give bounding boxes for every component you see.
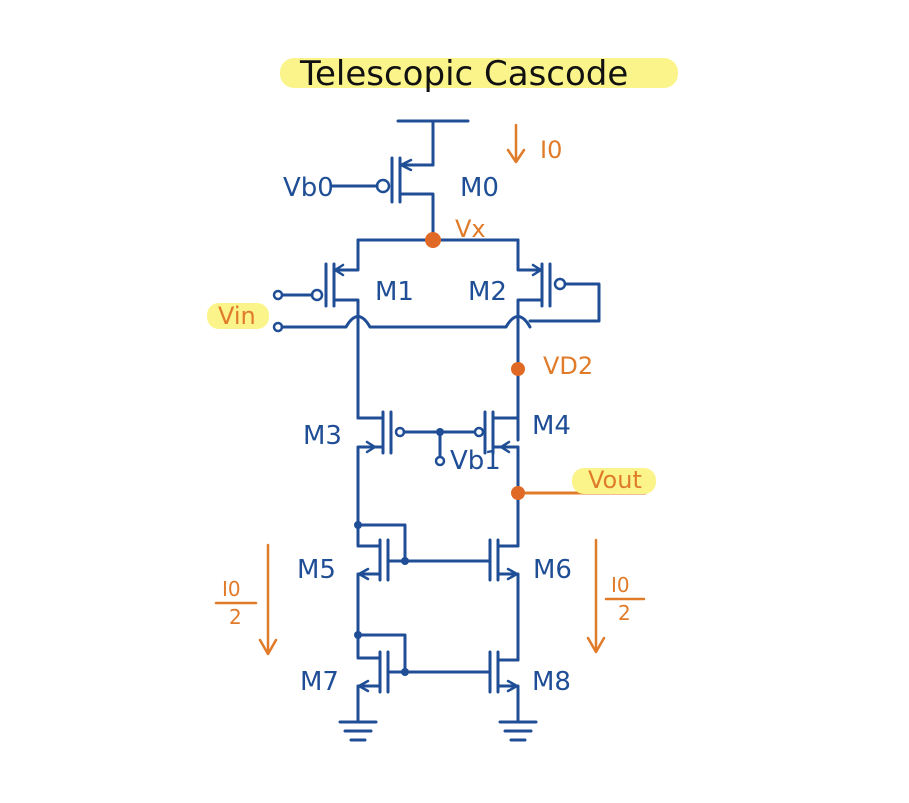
transistor-m6 <box>488 538 520 662</box>
label-vb0: Vb0 <box>283 173 334 203</box>
transistor-m1 <box>272 238 360 322</box>
vdd-rail <box>396 119 470 167</box>
current-arrow-right <box>586 538 606 654</box>
label-i0: I0 <box>540 136 562 164</box>
label-m2: M2 <box>468 277 507 307</box>
label-m4: M4 <box>532 411 571 441</box>
label-m0: M0 <box>460 173 499 203</box>
transistor-m0 <box>330 156 435 239</box>
label-half-left-den: 2 <box>229 605 242 629</box>
label-vout: Vout <box>588 466 642 494</box>
transistor-m4 <box>473 410 520 455</box>
vb1-bias <box>402 428 485 467</box>
label-half-right-num: I0 <box>611 573 630 597</box>
transistor-m2 <box>516 238 601 442</box>
current-arrow-i0 <box>506 123 526 164</box>
title-highlight <box>280 58 678 88</box>
label-m6: M6 <box>533 555 572 585</box>
label-vin: Vin <box>218 302 256 330</box>
label-m7: M7 <box>300 667 339 697</box>
label-vd2: VD2 <box>543 352 593 380</box>
mirror-gate-upper <box>386 557 492 565</box>
vin-highlight <box>207 303 269 329</box>
node-vx <box>425 232 441 248</box>
vout-highlight <box>572 468 656 494</box>
ground-icon-right <box>498 720 538 742</box>
label-half-right-den: 2 <box>618 601 631 625</box>
label-half-left-num: I0 <box>222 577 241 601</box>
ground-icon-left <box>338 720 378 742</box>
node-vout <box>511 486 525 500</box>
label-m3: M3 <box>303 421 342 451</box>
transistor-m8 <box>488 650 520 724</box>
transistor-m7 <box>354 631 407 724</box>
diagram-title: Telescopic Cascode <box>299 54 628 94</box>
label-m1: M1 <box>375 277 414 307</box>
label-m8: M8 <box>532 667 571 697</box>
transistor-m3 <box>356 410 406 527</box>
label-vx: Vx <box>455 215 486 243</box>
current-arrow-left <box>258 543 278 656</box>
label-m5: M5 <box>297 555 336 585</box>
transistor-m5 <box>354 521 407 637</box>
node-vd2 <box>511 362 525 376</box>
vin-wire <box>272 315 532 333</box>
mirror-gate-lower <box>386 668 492 676</box>
